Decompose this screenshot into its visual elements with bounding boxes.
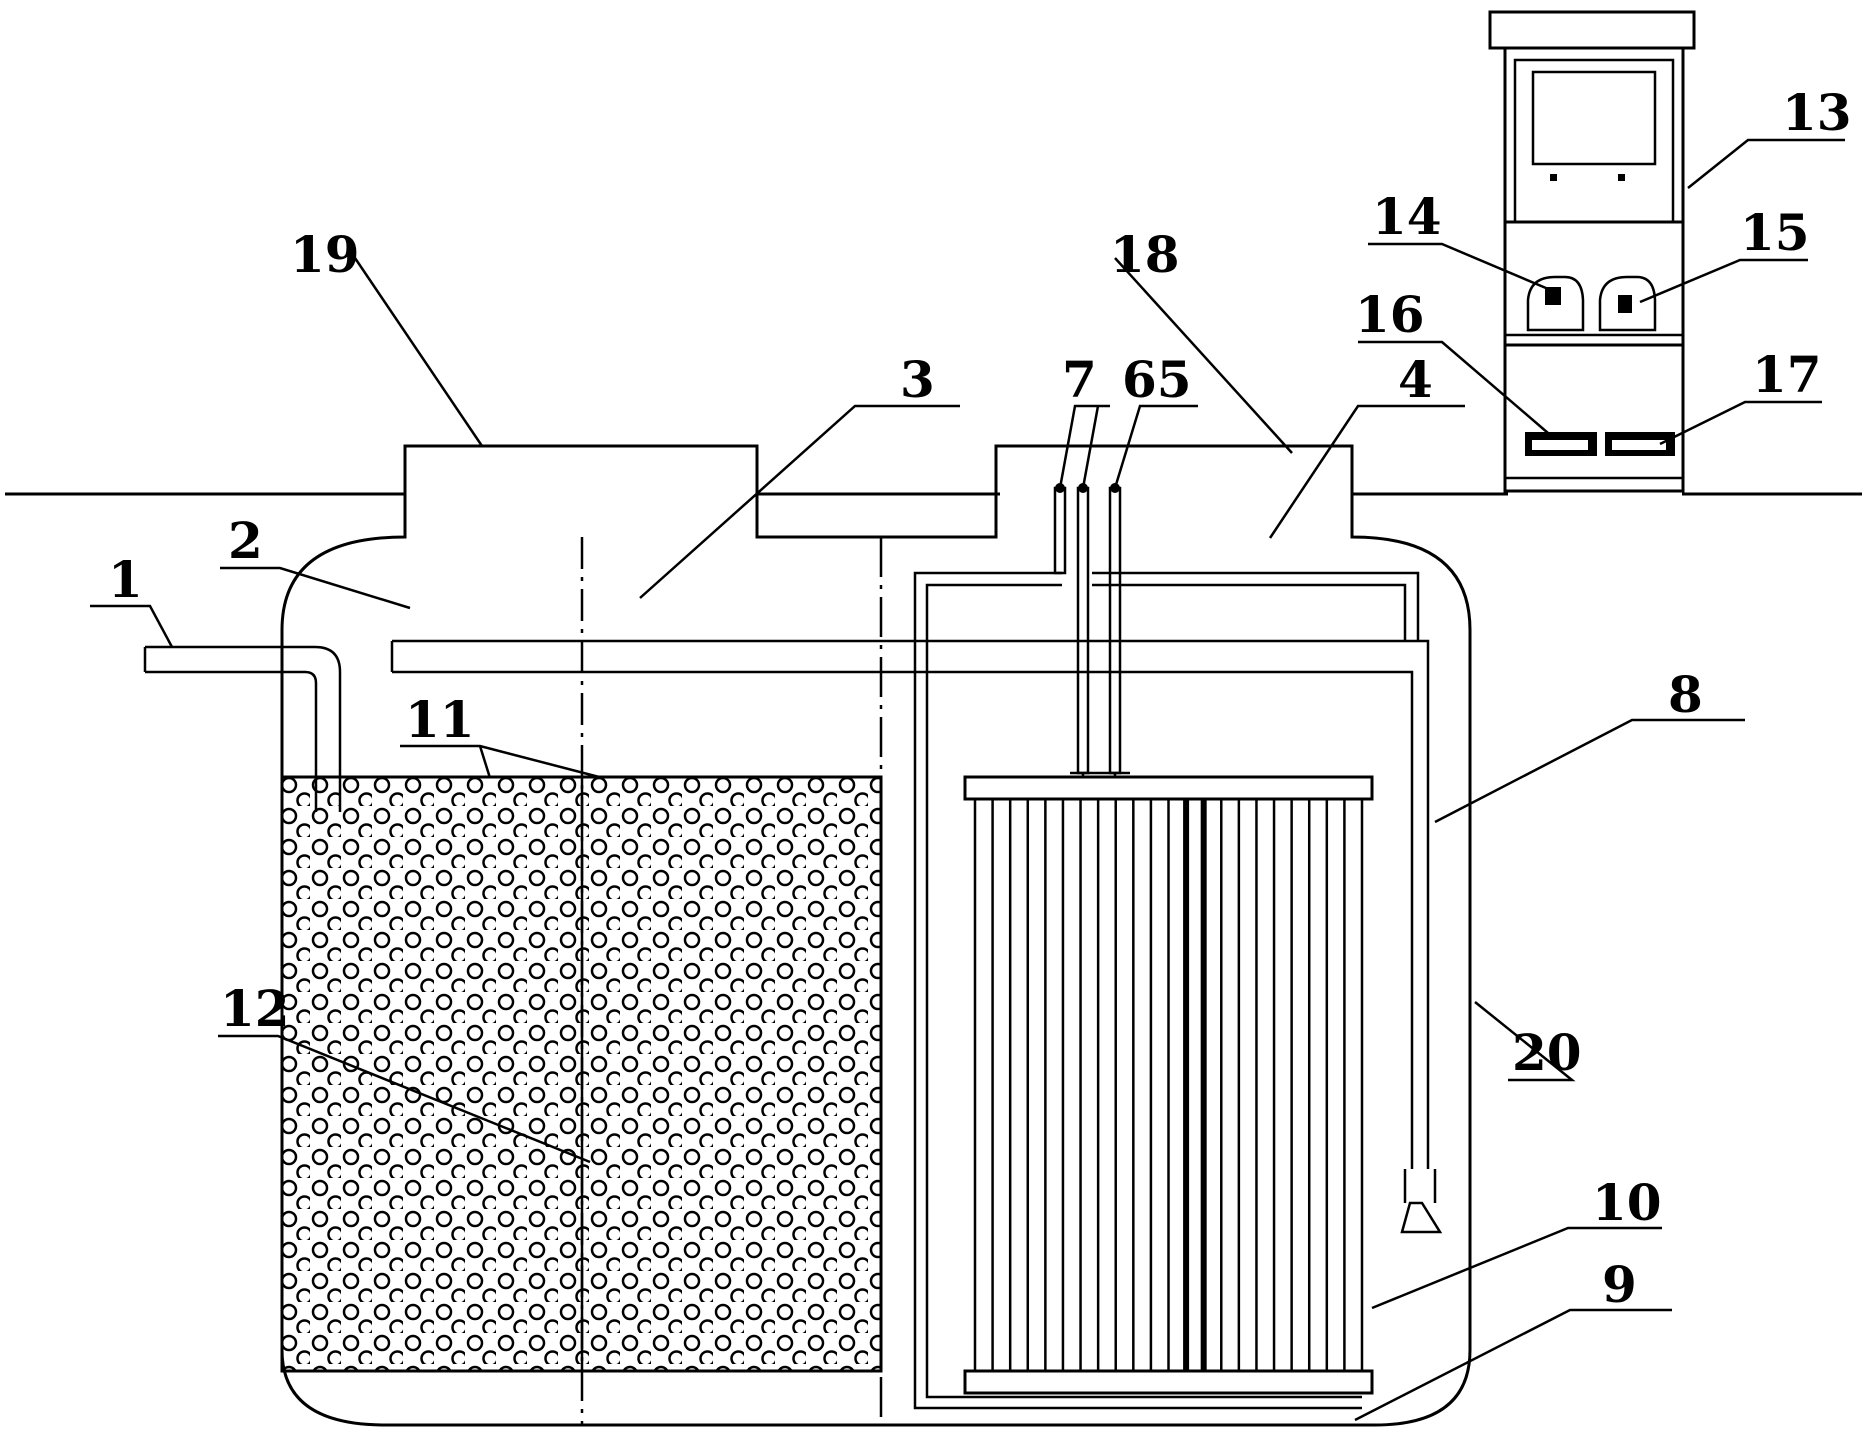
label-13: 13	[1782, 83, 1852, 142]
part-labels: 1 2 3 4 7 65 18 19 11 12 8 20 10 9 13 14…	[108, 83, 1852, 1314]
label-19: 19	[290, 225, 360, 284]
label-9: 9	[1602, 1255, 1637, 1314]
tank-body	[280, 444, 1472, 1427]
label-3: 3	[900, 350, 935, 409]
label-10: 10	[1592, 1173, 1662, 1232]
label-20: 20	[1512, 1023, 1582, 1082]
label-12: 12	[220, 979, 290, 1038]
label-16: 16	[1355, 285, 1425, 344]
blower-16	[1525, 432, 1597, 456]
transfer-pipe	[390, 639, 1430, 1169]
membrane-module	[963, 771, 1374, 1395]
inlet-pipe	[143, 645, 342, 812]
pump-15	[1598, 275, 1657, 332]
aerator-diffuser	[1400, 1201, 1443, 1234]
label-15: 15	[1740, 203, 1810, 262]
label-17: 17	[1752, 345, 1822, 404]
label-65: 65	[1122, 350, 1192, 409]
blower-17	[1605, 432, 1675, 456]
label-2: 2	[228, 511, 263, 570]
leader-lines	[90, 138, 1845, 1422]
label-11: 11	[405, 690, 475, 749]
filter-media-bed	[280, 775, 883, 1373]
label-1: 1	[108, 550, 143, 609]
label-8: 8	[1668, 665, 1703, 724]
return-pipe	[913, 571, 1362, 1410]
label-7: 7	[1062, 350, 1097, 409]
label-14: 14	[1372, 187, 1442, 246]
label-18: 18	[1110, 225, 1180, 284]
control-cabinet	[1488, 10, 1696, 493]
riser-pipes	[1053, 483, 1122, 775]
label-4: 4	[1398, 350, 1433, 409]
pump-14	[1526, 275, 1585, 332]
